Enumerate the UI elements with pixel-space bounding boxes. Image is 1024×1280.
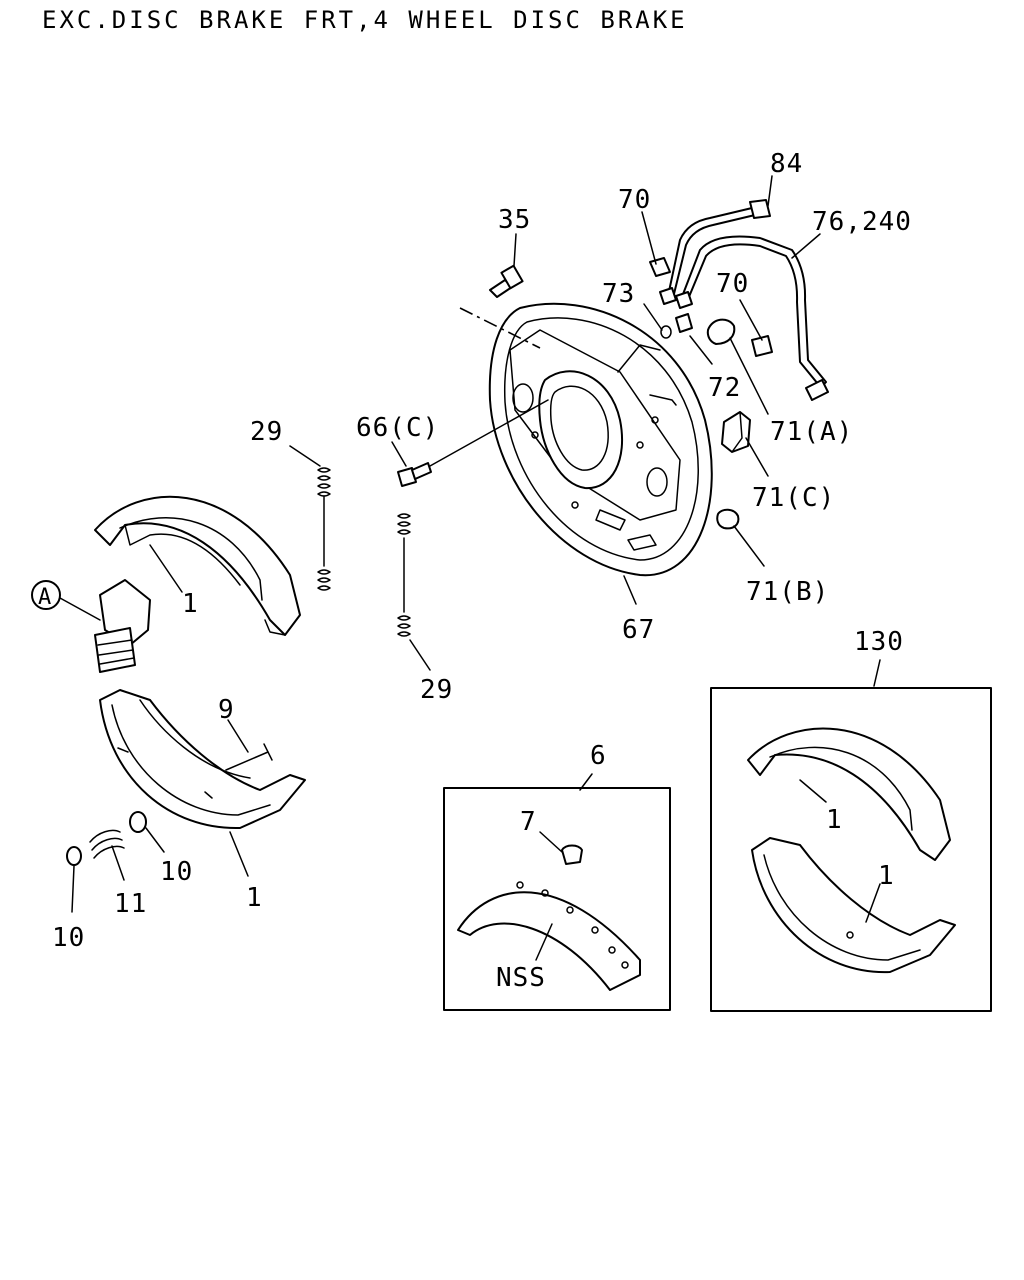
leader-lines — [59, 175, 881, 961]
callout-72: 72 — [708, 373, 741, 403]
callout-76-240: 76,240 — [812, 207, 912, 237]
callout-1-kit-upper: 1 — [826, 805, 843, 835]
reference-circle-a — [31, 580, 61, 610]
callout-29-top: 29 — [250, 417, 283, 447]
callout-9: 9 — [218, 695, 235, 725]
callout-a: A — [38, 585, 52, 610]
callout-1-lower-shoe: 1 — [246, 883, 263, 913]
plugs-71 — [716, 411, 751, 530]
bolt-66c — [397, 399, 549, 487]
callout-1-kit-lower: 1 — [878, 861, 895, 891]
callout-84: 84 — [770, 149, 803, 179]
brake-shoe-lower — [99, 689, 306, 830]
brake-shoe-upper — [94, 495, 301, 636]
callout-1-upper-shoe: 1 — [182, 589, 199, 619]
callout-70-top: 70 — [618, 185, 651, 215]
callout-labels: 84 76,240 70 70 35 73 72 71(A) 71(C) 71(… — [38, 149, 912, 993]
lining-kit-frame — [443, 787, 671, 1011]
return-spring-lower — [397, 513, 411, 637]
return-spring-upper — [317, 467, 331, 591]
callout-6: 6 — [590, 741, 607, 771]
shoe-kit-box — [710, 687, 992, 1012]
adjuster-assembly — [94, 579, 151, 673]
diagram-title: EXC.DISC BRAKE FRT,4 WHEEL DISC BRAKE — [42, 6, 688, 34]
callout-nss: NSS — [496, 963, 546, 993]
callout-73: 73 — [602, 279, 635, 309]
clips-and-fittings — [649, 257, 773, 357]
callout-35: 35 — [498, 205, 531, 235]
callout-71c: 71(C) — [752, 483, 835, 513]
callout-66c: 66(C) — [356, 413, 439, 443]
callout-7: 7 — [520, 807, 537, 837]
lining-kit-box — [443, 787, 671, 1011]
brake-pipe — [659, 199, 829, 401]
callout-71b: 71(B) — [746, 577, 829, 607]
callout-10-left: 10 — [52, 923, 85, 953]
shoe-kit-frame — [710, 687, 992, 1012]
bolt-35 — [459, 264, 541, 349]
callout-10-right: 10 — [160, 857, 193, 887]
callout-71a: 71(A) — [770, 417, 853, 447]
spring-cup-and-spring — [66, 811, 147, 866]
callout-29-bottom: 29 — [420, 675, 453, 705]
callout-130: 130 — [854, 627, 904, 657]
callout-11: 11 — [114, 889, 147, 919]
callout-67: 67 — [622, 615, 655, 645]
backing-plate — [488, 302, 713, 577]
hold-down-pin — [225, 743, 273, 771]
callout-70-mid: 70 — [716, 269, 749, 299]
